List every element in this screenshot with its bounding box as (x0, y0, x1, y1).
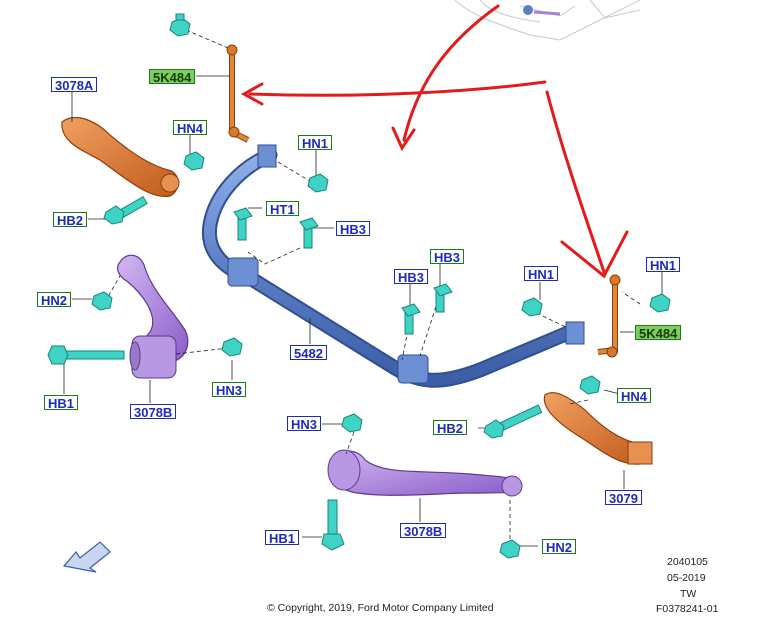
bolt-hb3-left (299, 217, 319, 249)
fasteners (47, 13, 671, 559)
part-label-3078b-bottom: 3078B (400, 523, 447, 539)
nut-hn4-left (183, 151, 205, 171)
lower-arm-3078b-left (117, 254, 189, 379)
red-arrow-head-right (560, 230, 629, 279)
copyright-text: © Copyright, 2019, Ford Motor Company Li… (267, 602, 494, 614)
stabilizer-end-left (257, 144, 277, 168)
direction-arrow-icon (62, 541, 111, 573)
drawing-code-3: TW (680, 588, 697, 600)
part-label-hb3-mid: HB3 (394, 269, 429, 285)
part-label-ht1: HT1 (266, 201, 299, 217)
nut-hn2-bottom (499, 539, 521, 559)
bolt-hb1-bottom (321, 499, 345, 551)
part-label-hn3-bottom: HN3 (287, 416, 322, 432)
red-arrow-down (402, 4, 500, 142)
bolt-ht1 (233, 207, 253, 241)
nut-hn1-top (307, 173, 329, 193)
part-label-hb2-left: HB2 (53, 212, 88, 228)
bolt-hb2-left (103, 195, 148, 225)
nut-hn1-right (649, 293, 671, 313)
upper-arm-3078a (61, 117, 180, 198)
part-label-3078b-left: 3078B (130, 404, 177, 420)
part-label-hn3-left: HN3 (212, 382, 247, 398)
part-label-hb3-right: HB3 (430, 249, 465, 265)
nut-hn1-top-left (169, 13, 191, 37)
part-label-hn1-mid: HN1 (524, 266, 559, 282)
part-label-hn4-right: HN4 (617, 388, 652, 404)
red-arrow-to-left-link (248, 80, 547, 97)
part-label-5482: 5482 (290, 345, 327, 361)
drawing-code-1: 2040105 (667, 556, 708, 568)
nut-hn4-right (579, 375, 601, 395)
red-arrow-head-down (391, 126, 416, 152)
stabilizer-end-right (565, 321, 585, 345)
lower-arm-3078b-bottom (327, 449, 523, 497)
red-arrow-to-right-link (545, 90, 606, 274)
annotation-arrows (240, 4, 629, 279)
stabilizer-link-right (597, 274, 621, 358)
stabilizer-bushing-left (227, 257, 259, 287)
nut-hn3-left (221, 337, 243, 357)
red-arrow-head-left (240, 82, 264, 106)
bolt-hb3-right (433, 283, 453, 313)
part-label-hn1-top: HN1 (298, 135, 333, 151)
part-label-hb1-bottom: HB1 (265, 530, 300, 546)
vehicle-outline (454, 0, 641, 41)
stabilizer-link-left (226, 44, 250, 143)
part-label-hb1-left: HB1 (44, 395, 79, 411)
drawing-code-4: F0378241-01 (656, 603, 719, 615)
nut-hn1-mid (521, 297, 543, 317)
part-label-3078a: 3078A (51, 77, 98, 93)
part-label-hn2-left: HN2 (37, 292, 72, 308)
part-label-hn4-left: HN4 (173, 120, 208, 136)
top-link-detail (523, 5, 561, 16)
part-label-hb3-left: HB3 (336, 221, 371, 237)
stabilizer-bar (201, 144, 585, 388)
part-label-hn2-bottom: HN2 (542, 539, 577, 555)
bolt-hb2-right (483, 404, 543, 439)
part-label-5k484-right: 5K484 (635, 325, 682, 341)
nut-hn2-left (91, 291, 113, 311)
nut-hn3-bottom (341, 413, 363, 433)
upper-arm-3079 (543, 392, 653, 465)
bolt-hb1-left (47, 345, 125, 365)
stabilizer-bushing-right (397, 354, 429, 384)
part-label-3079: 3079 (605, 490, 642, 506)
part-label-hn1-right: HN1 (646, 257, 681, 273)
drawing-code-2: 05-2019 (667, 572, 706, 584)
part-label-5k484-left: 5K484 (149, 69, 196, 85)
part-label-hb2-right: HB2 (433, 420, 468, 436)
bolt-hb3-mid (401, 303, 421, 335)
